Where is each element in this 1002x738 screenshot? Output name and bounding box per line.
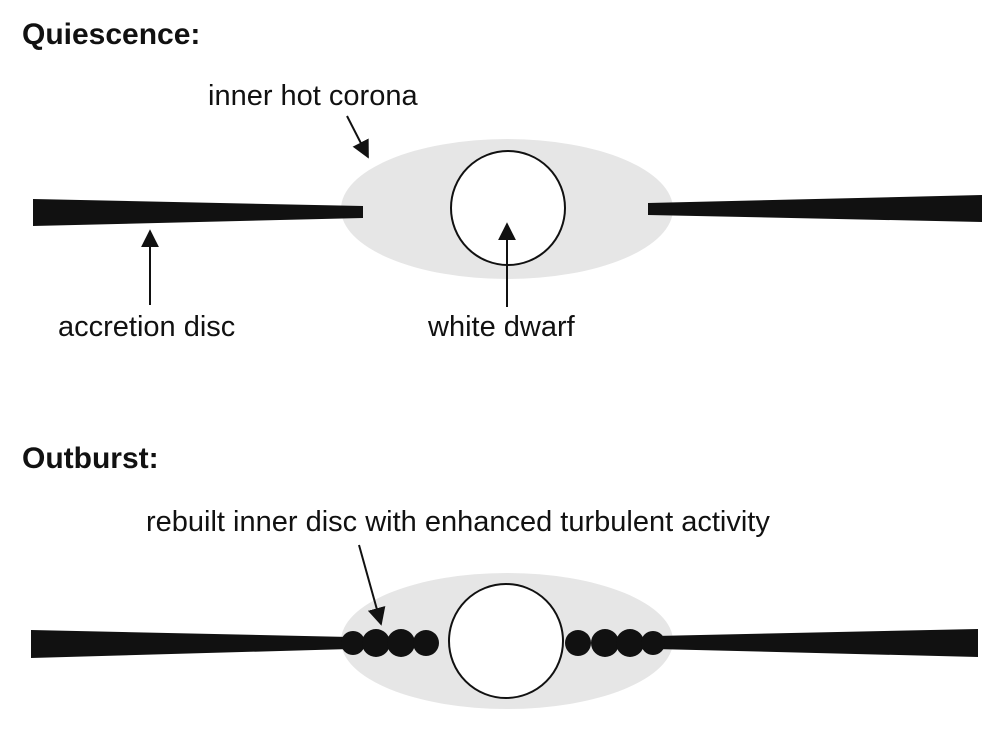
inner-hot-corona-label: inner hot corona [208,80,418,112]
outburst-title: Outburst: [22,442,159,475]
rebuilt-inner-disc-left [341,629,439,657]
turbulent-blob [413,630,439,656]
white-dwarf-outburst [448,583,564,699]
turbulent-blob [591,629,619,657]
accretion-disc-left [33,199,363,226]
turbulent-blob [616,629,644,657]
turbulent-blob [341,631,365,655]
accretion-disc-right-outburst [655,629,978,657]
accretion-disc-left-outburst [31,630,350,658]
outburst-panel: Outburst: rebuilt inner disc with enhanc… [22,442,978,709]
turbulent-blob [565,630,591,656]
rebuilt-inner-disc-right [565,629,665,657]
rebuilt-inner-disc-label: rebuilt inner disc with enhanced turbule… [146,506,770,538]
turbulent-blob [387,629,415,657]
accretion-disc-label: accretion disc [58,311,235,343]
accretion-disc-right [648,195,982,222]
white-dwarf-label: white dwarf [427,311,576,343]
rebuilt-inner-disc-arrow [358,544,386,626]
quiescence-panel: Quiescence: inner hot corona accretion d… [22,18,982,343]
turbulent-blob [362,629,390,657]
quiescence-title: Quiescence: [22,18,200,51]
inner-hot-corona-arrow [346,115,369,159]
turbulent-blob [641,631,665,655]
